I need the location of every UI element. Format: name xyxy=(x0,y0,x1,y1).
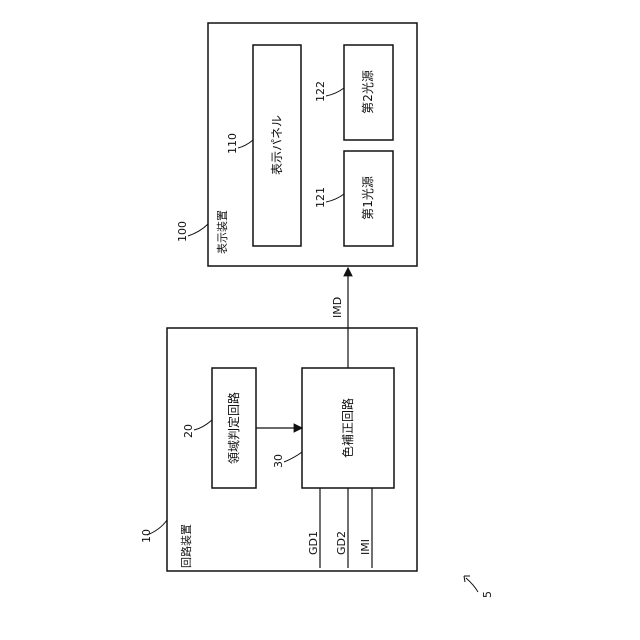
circuit-device-title: 回路装置 xyxy=(180,524,193,568)
color-correction-circuit-ref: 30 xyxy=(272,454,285,468)
color-correction-circuit-leader xyxy=(284,452,302,462)
circuit-device-box xyxy=(167,328,417,571)
light-source-1-label: 第1光源 xyxy=(361,176,375,220)
region-judgement-circuit-ref: 20 xyxy=(182,424,195,438)
figure-number-leader xyxy=(466,578,478,592)
circuit-device-ref: 10 xyxy=(140,529,153,543)
display-device-leader xyxy=(188,224,208,236)
display-panel-ref: 110 xyxy=(226,133,239,154)
color-correction-circuit-label: 色補正回路 xyxy=(340,398,355,458)
input-label-gd1: GD1 xyxy=(307,531,320,555)
input-label-imi: IMI xyxy=(359,539,372,555)
light-source-2-label: 第2光源 xyxy=(361,70,375,114)
light-source-1-ref: 121 xyxy=(314,187,327,208)
display-panel-leader xyxy=(238,140,253,148)
imd-label: IMD xyxy=(331,297,344,318)
region-judgement-circuit-label: 領域判定回路 xyxy=(226,392,241,464)
light-source-2-ref: 122 xyxy=(314,81,327,102)
display-device-box xyxy=(208,23,417,266)
display-device-ref: 100 xyxy=(176,221,189,242)
input-label-gd2: GD2 xyxy=(335,531,348,555)
light-source-2-leader xyxy=(326,88,344,96)
figure-number: 5 xyxy=(481,591,494,598)
light-source-1-leader xyxy=(326,194,344,202)
region-judgement-circuit-leader xyxy=(194,420,212,430)
display-panel-label: 表示パネル xyxy=(270,115,284,175)
display-device-title: 表示装置 xyxy=(215,210,229,254)
